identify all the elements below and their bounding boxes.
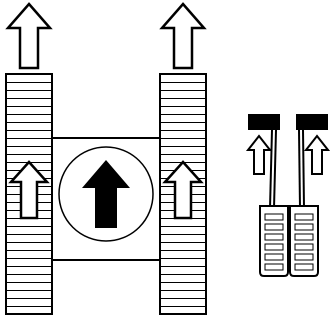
left-lever-arrow-icon	[245, 134, 273, 175]
left-lever-base	[259, 205, 289, 277]
left-lever-shaft	[269, 129, 273, 209]
right-lever-shaft	[298, 129, 301, 209]
left-forward-arrow-icon	[5, 2, 53, 70]
right-lever-handle	[296, 114, 328, 130]
right-track-arrow-icon	[162, 160, 204, 220]
left-lever-handle	[248, 114, 280, 130]
center-forward-arrow-icon	[82, 160, 130, 228]
left-track-arrow-icon	[8, 160, 50, 220]
right-forward-arrow-icon	[159, 2, 207, 70]
right-lever-base	[289, 205, 319, 277]
control-levers	[245, 114, 330, 277]
right-lever-arrow-icon	[303, 134, 330, 175]
